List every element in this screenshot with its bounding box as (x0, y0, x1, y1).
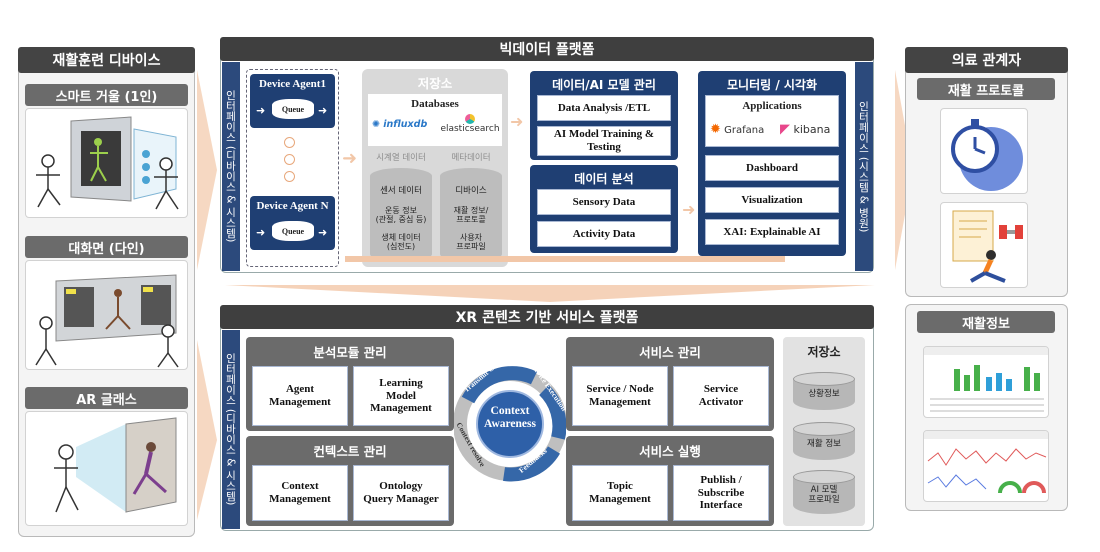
grafana-label: Grafana (724, 125, 765, 136)
activity-data: Activity Data (537, 221, 671, 247)
analysis-module-title: 분석모듈 관리 (313, 345, 387, 360)
queue-n: Queue (272, 221, 314, 241)
service-activator: Service Activator (673, 366, 769, 426)
bigdata-right-interface-label: 인터페이스 (시스템 & 병원) (857, 100, 870, 233)
arrow-to-monitoring: ➜ (682, 200, 696, 219)
bigdata-left-interface: 인터페이스 (디바이스 & 시스템) (222, 62, 240, 271)
agent-management: Agent Management (252, 366, 348, 426)
data-analysis-title: 데이터 분석 (574, 172, 634, 186)
dashboard: Dashboard (705, 155, 839, 181)
user-profile-meta: 사용자 프로파일 (456, 233, 486, 252)
applications-box: Applications ✹ Grafana ◤ kibana (705, 95, 839, 147)
databases-title: Databases (411, 98, 459, 110)
large-screen-label: 대화면 (다인) (25, 236, 188, 258)
device-agent-1: Device Agent1 ➜ Queue ➜ (250, 74, 335, 128)
stopwatch-image (940, 108, 1028, 194)
influxdb-label: influxdb (383, 119, 428, 130)
context-info-db: 상황정보 (793, 372, 855, 410)
device-agent-n: Device Agent N ➜ Queue ➜ (250, 196, 335, 250)
bio-data: 생체 데이터 (심전도) (381, 233, 421, 252)
service-exec-title: 서비스 실행 (639, 444, 701, 459)
influxdb-icon: ✺ (372, 119, 380, 130)
device-agents-group (246, 69, 339, 267)
rehab-protocol-meta: 재활 정보/ 프로토콜 (453, 206, 489, 225)
model-mgmt-title: 데이터/AI 모델 관리 (552, 78, 656, 92)
monitoring-title: 모니터링 / 시각화 (726, 78, 818, 92)
medical-staff-title: 의료 관계자 (905, 47, 1068, 73)
storage-title: 저장소 (417, 76, 453, 91)
service-mgmt-title: 서비스 관리 (639, 345, 701, 360)
device-meta: 디바이스 (455, 186, 487, 196)
rehab-info-label: 재활 정보 (807, 439, 841, 450)
timeseries-cylinder (370, 168, 432, 262)
ontology-query-manager: Ontology Query Manager (353, 465, 449, 521)
bigdata-right-interface: 인터페이스 (시스템 & 병원) (855, 62, 873, 271)
workout-image (940, 202, 1028, 288)
context-management: Context Management (252, 465, 348, 521)
arrow-to-model: ➜ (510, 112, 524, 131)
arrow-to-storage: ➜ (342, 148, 358, 169)
bottom-flow-arrow (345, 256, 785, 262)
xr-storage-title: 저장소 (807, 345, 841, 359)
xai: XAI: Explainable AI (705, 219, 839, 245)
flow-arrows (197, 70, 913, 520)
ar-glasses-image (25, 411, 188, 526)
rehab-report-image-2 (923, 430, 1049, 502)
arrow-icon: ➜ (318, 104, 328, 117)
metadata-label: 메타데이터 (451, 153, 491, 163)
ai-model-profile-db: AI 모델 프로파일 (793, 470, 855, 514)
device-agent-1-name: Device Agent1 (259, 78, 326, 90)
learning-model-management: Learning Model Management (353, 366, 449, 426)
visualization: Visualization (705, 187, 839, 213)
ai-model-training: AI Model Training & Testing (537, 126, 671, 156)
timeseries-label: 시계열 데이터 (376, 153, 426, 163)
xr-left-interface-label: 인터페이스 (디바이스 & 시스템) (224, 353, 237, 506)
arrow-icon: ➜ (256, 104, 266, 117)
rehab-device-title: 재활훈련 디바이스 (18, 47, 195, 73)
large-screen-image (25, 260, 188, 370)
elasticsearch-icon (465, 114, 475, 124)
kibana-logo: ◤ kibana (780, 122, 830, 137)
context-mgmt-title: 컨텍스트 관리 (313, 444, 387, 459)
metadata-cylinder (440, 168, 502, 262)
rehab-report-image-1 (923, 346, 1049, 418)
sensor-data: 센서 데이터 (380, 186, 422, 196)
queue-1: Queue (272, 99, 314, 119)
service-node-management: Service / Node Management (572, 366, 668, 426)
context-info-label: 상황정보 (808, 389, 840, 400)
databases-box: Databases ✺ influxdb elasticsearch (368, 94, 502, 146)
rehab-info-db: 재활 정보 (793, 422, 855, 460)
arrow-icon: ➜ (256, 226, 266, 239)
bigdata-platform-title: 빅데이터 플랫폼 (220, 37, 874, 61)
rehab-info-label: 재활정보 (917, 311, 1055, 333)
smart-mirror-label: 스마트 거울 (1인) (25, 84, 188, 106)
context-awareness-center: Context Awareness (484, 405, 536, 431)
xr-platform-title: XR 콘텐츠 기반 서비스 플랫폼 (220, 305, 874, 329)
rehab-protocol-label: 재활 프로토콜 (917, 78, 1055, 100)
device-agent-n-name: Device Agent N (256, 200, 329, 212)
data-analysis-etl: Data Analysis /ETL (537, 95, 671, 121)
publish-subscribe-interface: Publish / Subscribe Interface (673, 465, 769, 521)
ar-glasses-label: AR 글래스 (25, 387, 188, 409)
context-cycle-diagram (454, 366, 566, 482)
smart-mirror-image (25, 108, 188, 218)
applications-title: Applications (742, 100, 802, 112)
ellipsis-dots (284, 137, 296, 182)
influxdb-logo: ✺ influxdb (372, 119, 427, 130)
topic-management: Topic Management (572, 465, 668, 521)
bigdata-left-interface-label: 인터페이스 (디바이스 & 시스템) (224, 90, 237, 243)
grafana-logo: ✹ Grafana (710, 122, 764, 137)
kibana-icon: ◤ (780, 122, 790, 137)
kibana-label: kibana (793, 123, 831, 136)
ai-model-profile-label: AI 모델 프로파일 (808, 485, 840, 505)
sensory-data: Sensory Data (537, 189, 671, 215)
grafana-icon: ✹ (710, 122, 721, 137)
elasticsearch-label: elasticsearch (440, 124, 500, 134)
xr-left-interface: 인터페이스 (디바이스 & 시스템) (222, 330, 240, 529)
exercise-info: 운동 정보 (관절, 중심 등) (375, 206, 427, 225)
arrow-icon: ➜ (318, 226, 328, 239)
elasticsearch-logo: elasticsearch (440, 114, 500, 134)
